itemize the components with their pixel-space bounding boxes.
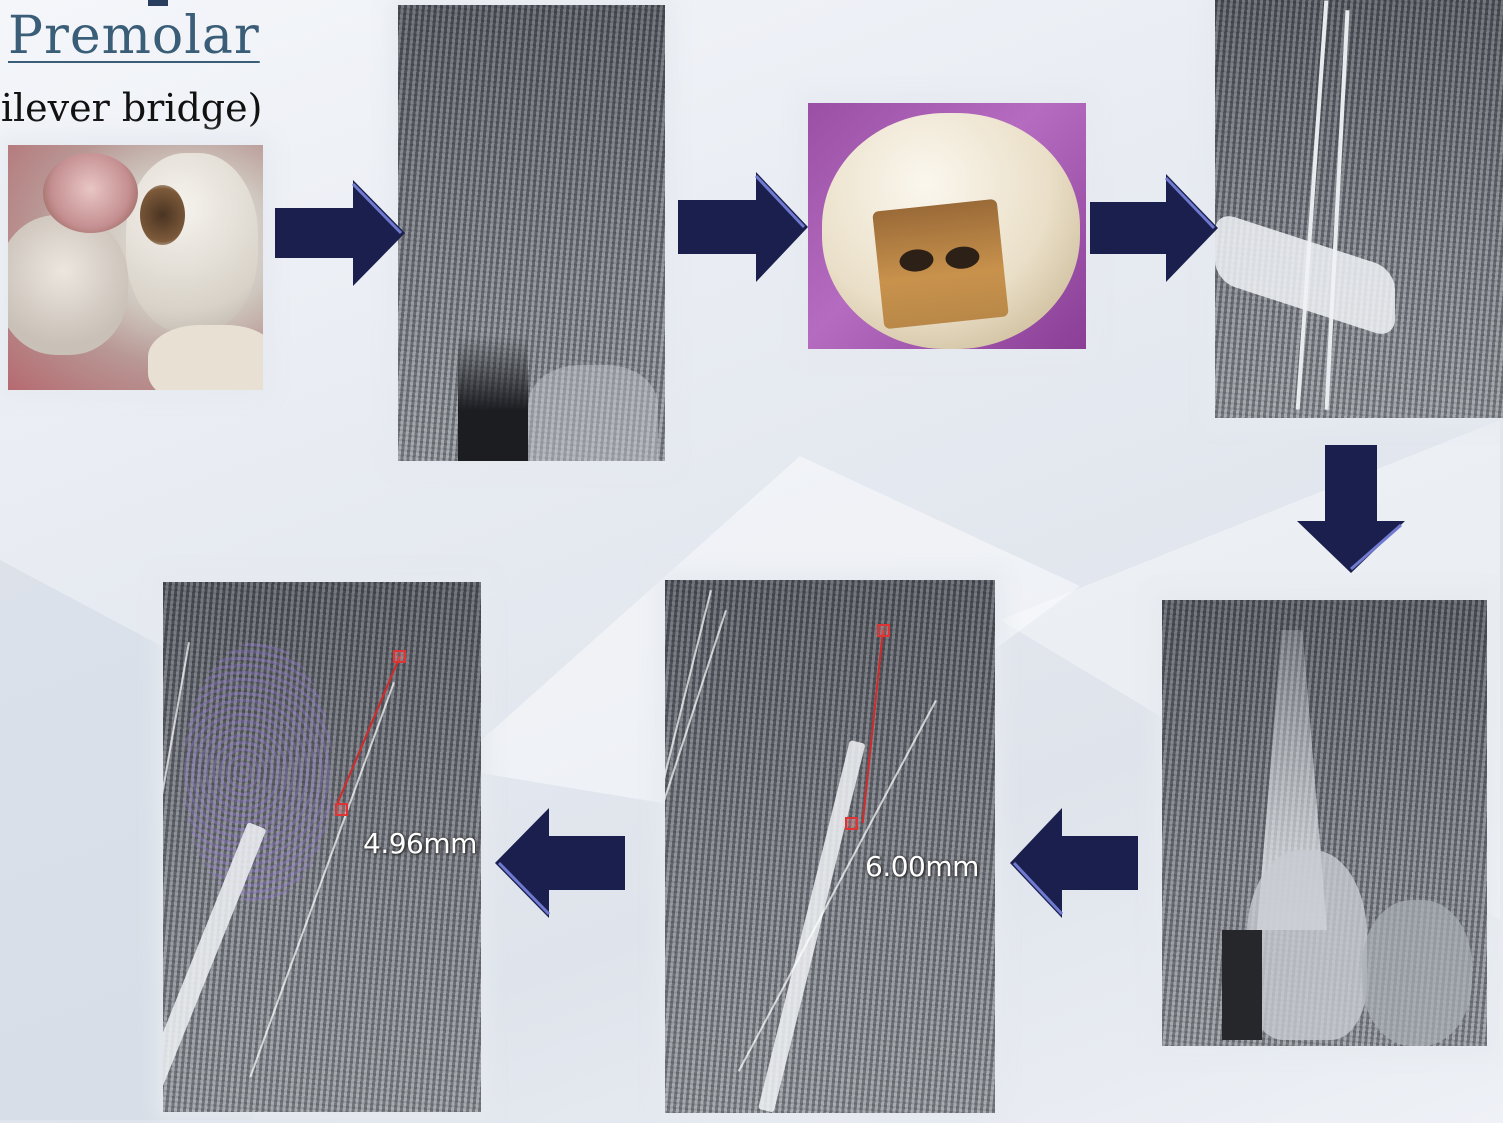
slide-title: Premolar	[8, 6, 260, 66]
tooth-crown	[1247, 850, 1367, 1040]
pontic-stump	[43, 153, 138, 233]
premolar-tooth	[126, 153, 258, 333]
arrow-down-icon	[1297, 445, 1405, 573]
gutta-percha-line	[665, 590, 712, 979]
arrow-right-icon	[275, 180, 405, 286]
measurement-label: 6.00mm	[865, 850, 979, 883]
gutta-percha-line	[665, 610, 727, 1048]
arrow-right-icon	[678, 172, 808, 282]
clinical-photo-initial	[8, 145, 263, 390]
moire-artifact	[183, 642, 333, 902]
measurement-point	[335, 803, 348, 816]
arrow-left-icon	[1010, 808, 1138, 918]
endodontic-file	[1296, 0, 1329, 409]
obturation-radiograph	[1162, 600, 1487, 1046]
post-outline	[758, 740, 865, 1113]
adjacent-tooth	[8, 215, 128, 355]
access-opening	[872, 199, 1009, 329]
endodontic-file	[1325, 10, 1350, 410]
interdental-space	[1222, 930, 1262, 1040]
post-space-radiograph-1: 6.00mm	[665, 580, 995, 1113]
measurement-point	[845, 817, 858, 830]
canal-orifice	[944, 245, 980, 270]
post-space-radiograph-2: 4.96mm	[163, 582, 481, 1112]
access-cavity-photo	[808, 103, 1086, 349]
canal-orifice	[898, 248, 934, 273]
measurement-line	[862, 630, 884, 823]
arrow-right-icon	[1090, 174, 1218, 282]
carious-lesion	[140, 185, 185, 245]
crown-shadow	[528, 365, 658, 461]
opposing-tooth	[148, 325, 263, 390]
measurement-label: 4.96mm	[363, 827, 477, 860]
slide-subtitle: (ilever bridge)	[0, 86, 262, 130]
radiolucent-area	[458, 335, 528, 461]
measurement-line	[336, 656, 400, 804]
arrow-left-icon	[495, 808, 625, 918]
preoperative-radiograph	[398, 5, 665, 461]
measurement-point	[877, 624, 890, 637]
measurement-point	[393, 650, 406, 663]
gutta-percha-line	[738, 700, 937, 1072]
adjacent-tooth	[1362, 900, 1472, 1046]
working-length-radiograph	[1215, 0, 1503, 418]
